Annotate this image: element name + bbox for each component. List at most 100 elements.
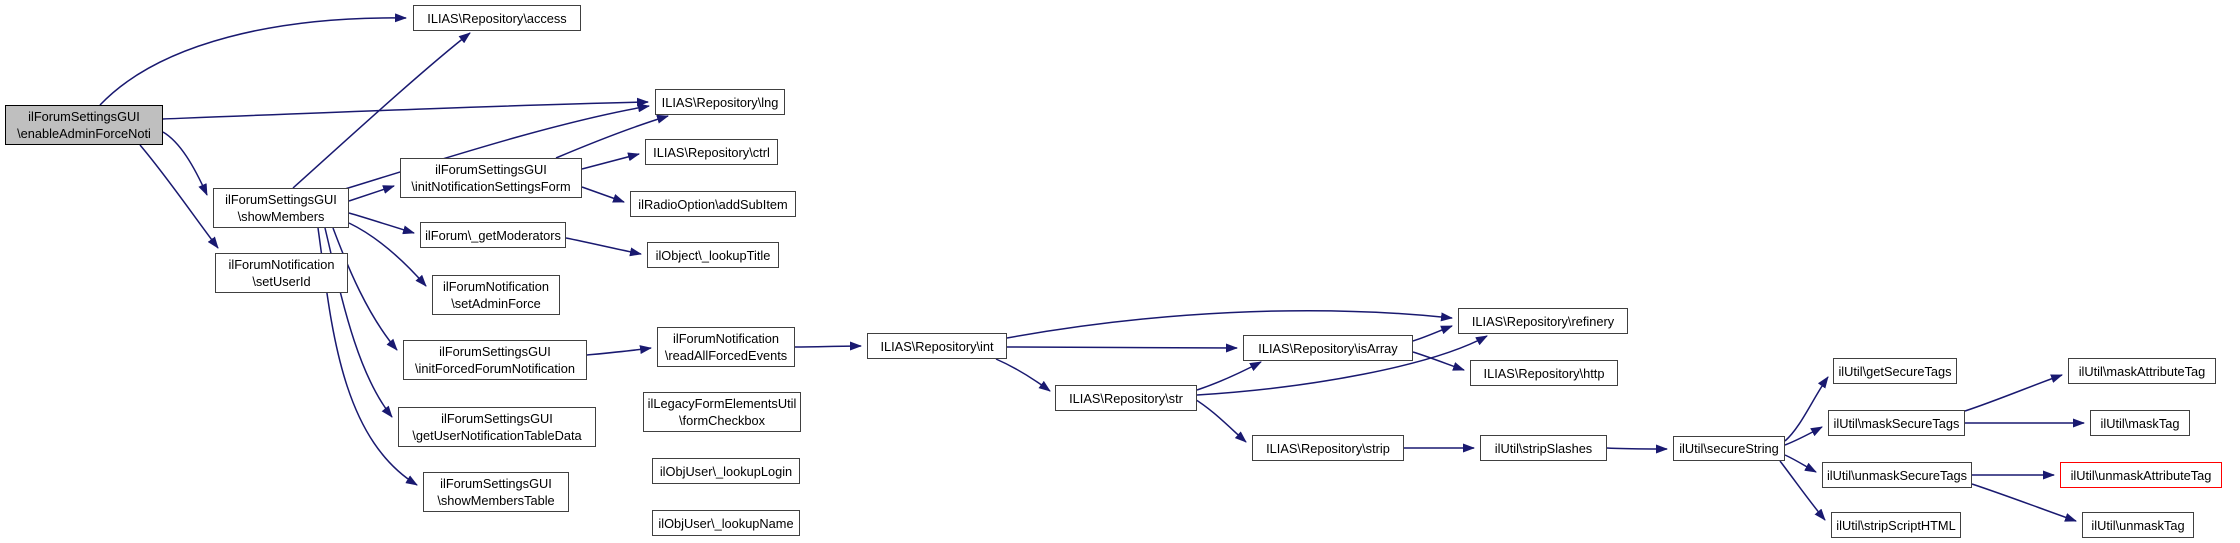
graph-node-showMembersTable[interactable]: ilForumSettingsGUI\showMembersTable xyxy=(423,472,569,512)
node-label: ilForumSettingsGUI xyxy=(28,109,140,124)
graph-node-secureString[interactable]: ilUtil\secureString xyxy=(1673,436,1785,461)
graph-node-refinery[interactable]: ILIAS\Repository\refinery xyxy=(1458,308,1628,334)
graph-node-readAllForcedEvents[interactable]: ilForumNotification \readAllForcedEvents xyxy=(657,327,795,367)
node-label: \initForcedForumNotification xyxy=(414,361,576,376)
node-label: ILIAS\Repository\ctrl xyxy=(653,144,770,160)
node-label: ILIAS\Repository\access xyxy=(427,10,567,26)
graph-node-getSecureTags[interactable]: ilUtil\getSecureTags xyxy=(1833,358,1957,384)
node-label: ilUtil\maskAttributeTag xyxy=(2078,363,2206,379)
graph-node-access[interactable]: ILIAS\Repository\access xyxy=(413,5,581,31)
node-label: ILIAS\Repository\str xyxy=(1069,390,1183,406)
node-label: \readAllForcedEvents xyxy=(664,348,788,363)
node-label: ilForumNotification xyxy=(673,331,779,346)
edge-showMembers-getModerators xyxy=(348,212,415,235)
edge-initNotificationSettingsForm-addSubItem xyxy=(581,186,625,203)
edge-showMembers-lng xyxy=(344,103,650,190)
edge-enableAdminForceNoti-showMembers xyxy=(162,131,208,196)
graph-node-enableAdminForceNoti: ilForumSettingsGUI\enableAdminForceNoti xyxy=(5,105,163,145)
node-label: ilForumSettingsGUI xyxy=(225,192,337,207)
node-label: ilForumSettingsGUI xyxy=(440,476,552,491)
edge-showMembers-access xyxy=(292,32,471,189)
graph-node-initForcedForumNotification[interactable]: ilForumSettingsGUI\initForcedForumNotifi… xyxy=(403,340,587,380)
node-label: \setUserId xyxy=(252,274,311,289)
graph-node-unmaskAttributeTag[interactable]: ilUtil\unmaskAttributeTag xyxy=(2060,462,2222,488)
node-label: \showMembers xyxy=(237,209,325,224)
edge-secureString-unmaskSecureTags xyxy=(1784,454,1817,473)
graph-node-int[interactable]: ILIAS\Repository\int xyxy=(867,333,1007,359)
graph-node-initNotificationSettingsForm[interactable]: ilForumSettingsGUI \initNotificationSetti… xyxy=(400,158,582,198)
edge-str-refinery xyxy=(1196,335,1488,396)
graph-node-unmaskTag[interactable]: ilUtil\unmaskTag xyxy=(2082,512,2194,538)
graph-node-formCheckbox[interactable]: ilLegacyFormElementsUtil \formCheckbox xyxy=(643,392,801,432)
node-label: ilUtil\unmaskSecureTags xyxy=(1826,467,1968,483)
graph-node-getModerators[interactable]: ilForum\_getModerators xyxy=(420,222,566,248)
edge-unmaskSecureTags-unmaskTag xyxy=(1971,483,2077,522)
edge-initForcedForumNotification-readAllForcedEvents xyxy=(586,345,652,356)
edge-str-strip xyxy=(1192,397,1247,443)
graph-node-showMembers[interactable]: ilForumSettingsGUI \showMembers xyxy=(213,188,349,228)
edge-int-refinery xyxy=(1006,309,1453,339)
edge-secureString-getSecureTags xyxy=(1784,376,1829,442)
node-label: ILIAS\Repository\isArray xyxy=(1258,340,1398,356)
graph-node-isArray[interactable]: ILIAS\Repository\isArray xyxy=(1243,335,1413,361)
node-label: ilObject\_lookupTitle xyxy=(655,247,771,263)
node-label: \initNotificationSettingsForm xyxy=(411,179,571,194)
edge-enableAdminForceNoti-lng xyxy=(162,97,649,120)
node-label: ilForumSettingsGUI xyxy=(441,411,553,426)
graph-node-maskTag[interactable]: ilUtil\maskTag xyxy=(2090,410,2190,436)
edge-enableAdminForceNoti-access xyxy=(99,13,407,106)
edge-str-isArray xyxy=(1196,361,1262,391)
graph-node-getUserNotificationTableData[interactable]: ilForumSettingsGUI\getUserNotificationTa… xyxy=(398,407,596,447)
graph-node-unmaskSecureTags[interactable]: ilUtil\unmaskSecureTags xyxy=(1822,462,1972,488)
node-label: \setAdminForce xyxy=(451,296,541,311)
graph-node-lookupLogin[interactable]: ilObjUser\_lookupLogin xyxy=(652,458,800,484)
node-label: ilObjUser\_lookupLogin xyxy=(659,463,793,479)
graph-node-http[interactable]: ILIAS\Repository\http xyxy=(1470,360,1618,386)
edge-enableAdminForceNoti-setUserId xyxy=(139,144,219,249)
graph-node-ctrl[interactable]: ILIAS\Repository\ctrl xyxy=(645,139,778,165)
node-label: ilForumSettingsGUI xyxy=(435,162,547,177)
edge-secureString-maskSecureTags xyxy=(1784,426,1823,446)
graph-node-str[interactable]: ILIAS\Repository\str xyxy=(1055,385,1197,411)
edge-showMembers-initNotificationSettingsForm xyxy=(348,185,395,202)
edge-stripSlashes-secureString xyxy=(1606,444,1668,454)
graph-node-lng[interactable]: ILIAS\Repository\lng xyxy=(655,89,785,115)
node-label: ILIAS\Repository\http xyxy=(1483,365,1605,381)
node-label: ilForumNotification xyxy=(228,257,335,272)
edge-showMembers-setAdminForce xyxy=(348,222,427,287)
graph-node-maskSecureTags[interactable]: ilUtil\maskSecureTags xyxy=(1828,410,1965,436)
edge-isArray-http xyxy=(1412,351,1465,371)
graph-node-setUserId[interactable]: ilForumNotification \setUserId xyxy=(215,253,348,293)
node-label: \formCheckbox xyxy=(678,413,766,428)
edge-showMembers-getUserNotificationTableData xyxy=(324,227,393,418)
graph-node-setAdminForce[interactable]: ilForumNotification \setAdminForce xyxy=(432,275,560,315)
graph-node-lookupName[interactable]: ilObjUser\_lookupName xyxy=(652,510,800,536)
edge-getModerators-lookupTitle xyxy=(565,237,642,257)
node-label: ilUtil\maskSecureTags xyxy=(1833,415,1960,431)
node-label: ilLegacyFormElementsUtil xyxy=(647,396,797,411)
graph-node-addSubItem[interactable]: ilRadioOption\addSubItem xyxy=(630,191,796,217)
node-label: ilUtil\secureString xyxy=(1679,441,1779,456)
edge-maskSecureTags-maskAttributeTag xyxy=(1964,374,2063,412)
node-label: ilUtil\unmaskTag xyxy=(2091,517,2185,533)
node-label: ILIAS\Repository\refinery xyxy=(1471,313,1615,329)
node-label: ILIAS\Repository\int xyxy=(880,338,994,354)
graph-node-lookupTitle[interactable]: ilObject\_lookupTitle xyxy=(647,242,779,268)
graph-node-strip[interactable]: ILIAS\Repository\strip xyxy=(1252,435,1404,461)
graph-node-maskAttributeTag[interactable]: ilUtil\maskAttributeTag xyxy=(2068,358,2216,384)
node-label: ilForum\_getModerators xyxy=(425,227,561,243)
node-label: ILIAS\Repository\lng xyxy=(661,94,779,110)
node-label: ilForumNotification xyxy=(443,279,549,294)
node-label: ilRadioOption\addSubItem xyxy=(638,196,788,212)
edge-showMembers-initForcedForumNotification xyxy=(332,227,398,351)
node-label: ilUtil\stripScriptHTML xyxy=(1836,517,1956,533)
edge-initNotificationSettingsForm-ctrl xyxy=(581,152,640,170)
edge-int-isArray xyxy=(1006,343,1238,353)
node-label: ilUtil\maskTag xyxy=(2100,415,2180,431)
graph-node-stripScriptHTML[interactable]: ilUtil\stripScriptHTML xyxy=(1831,512,1961,538)
edge-readAllForcedEvents-int xyxy=(794,341,862,351)
node-label: ilUtil\stripSlashes xyxy=(1494,440,1593,456)
node-label: ILIAS\Repository\strip xyxy=(1266,440,1390,456)
graph-node-stripSlashes[interactable]: ilUtil\stripSlashes xyxy=(1480,435,1607,461)
